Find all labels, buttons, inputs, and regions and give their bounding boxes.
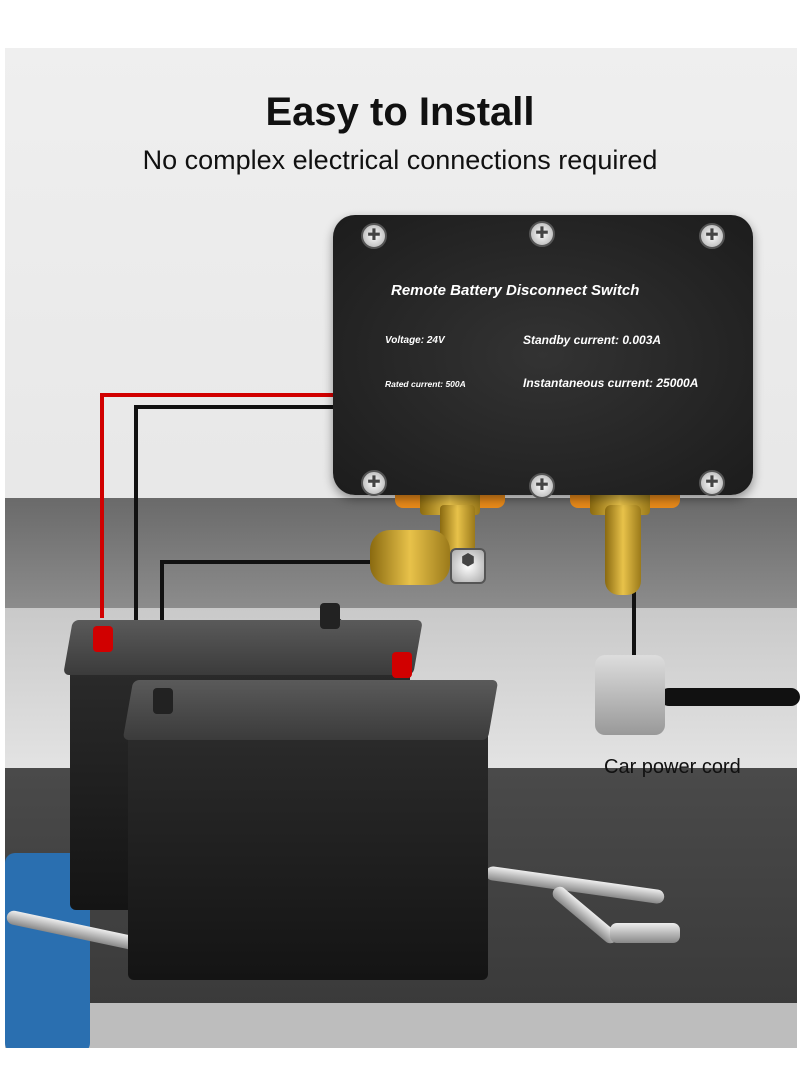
nut-icon: ⬢ [450, 548, 486, 584]
standby-current-spec: Standby current: 0.003A [523, 333, 662, 347]
negative-wire [134, 405, 138, 680]
negative-terminal [153, 688, 173, 714]
socket [610, 923, 680, 943]
positive-terminal [392, 652, 412, 678]
instantaneous-current-spec: Instantaneous current: 25000A [523, 376, 699, 390]
screw-icon: ✚ [529, 473, 555, 499]
cord-wire [632, 590, 636, 660]
positive-wire [100, 393, 104, 618]
cable-clamp [595, 655, 665, 735]
voltage-spec: Voltage: 24V [385, 335, 445, 346]
battery-front [128, 730, 488, 980]
workbench-edge [5, 1003, 797, 1048]
screw-icon: ✚ [699, 470, 725, 496]
positive-terminal [93, 626, 113, 652]
terminal-post [605, 505, 641, 595]
screw-icon: ✚ [361, 470, 387, 496]
battery-front-top [122, 680, 499, 740]
positive-wire [100, 393, 334, 397]
device-name: Remote Battery Disconnect Switch [391, 282, 640, 299]
page-title: Easy to Install [265, 90, 535, 134]
car-power-cord-label: Car power cord [604, 756, 741, 778]
negative-wire [134, 405, 334, 409]
screw-icon: ✚ [699, 223, 725, 249]
disconnect-switch-box: ✚ ✚ ✚ ✚ ✚ ✚ Remote Battery Disconnect Sw… [333, 215, 753, 499]
car-power-cord [660, 688, 800, 706]
battery-clamp [370, 530, 450, 585]
screw-icon: ✚ [529, 221, 555, 247]
battery-rear-top [63, 620, 423, 675]
screw-icon: ✚ [361, 223, 387, 249]
rated-current-spec: Rated current: 500A [385, 379, 466, 389]
link-wire [160, 560, 375, 564]
negative-terminal [320, 603, 340, 629]
page-subtitle: No complex electrical connections requir… [142, 145, 658, 175]
